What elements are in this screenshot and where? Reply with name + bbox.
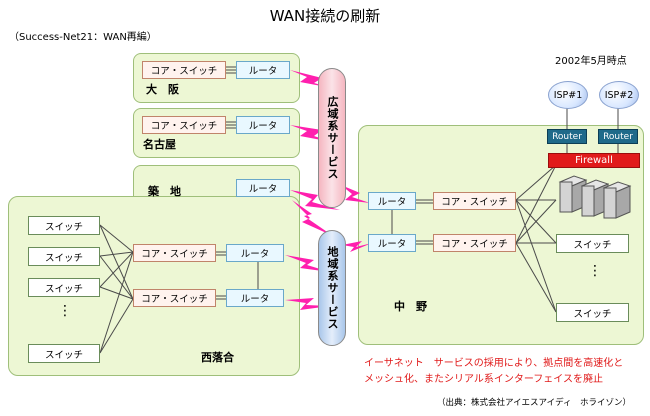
nishiochiai-core-switch: コア・スイッチ: [133, 244, 216, 262]
nakano-switch: スイッチ: [556, 234, 629, 253]
nishiochiai-switch: スイッチ: [28, 247, 100, 266]
nishiochiai-switch: スイッチ: [28, 278, 100, 297]
nakano-router: ルータ: [368, 192, 416, 210]
nakano-switch: スイッチ: [556, 303, 629, 322]
local-area-service: [318, 230, 346, 346]
tsukiji-label: 築 地: [148, 185, 181, 198]
tsukiji-router: ルータ: [236, 179, 290, 197]
nakano-core-switch: コア・スイッチ: [433, 234, 516, 252]
diagram-subtitle: （Success-Net21：WAN再編）: [9, 32, 157, 43]
osaka-router: ルータ: [236, 61, 290, 79]
wide-area-service-label: 広域系サービス: [326, 96, 339, 180]
source-credit: （出典：株式会社アイエスアイディ ホライゾン）: [437, 398, 631, 408]
note-line: イーサネット サービスの採用により、拠点間を高速化と: [364, 358, 624, 369]
diagram-title: WAN接続の刷新: [269, 7, 381, 25]
isp-cloud-icon: ISP#1: [548, 81, 588, 109]
isp-cloud-icon: ISP#2: [599, 81, 639, 109]
edge-router: Router: [598, 129, 638, 144]
osaka-label: 大 阪: [146, 83, 179, 96]
nakano-core-switch: コア・スイッチ: [433, 192, 516, 210]
nagoya-label: 名古屋: [143, 138, 176, 151]
wide-area-service: [318, 68, 346, 208]
nakano-label: 中 野: [394, 300, 427, 313]
nishiochiai-core-switch: コア・スイッチ: [133, 289, 216, 307]
nakano-router: ルータ: [368, 234, 416, 252]
nishiochiai-switch-ellipsis: ⋮: [58, 303, 72, 319]
nishiochiai-router: ルータ: [226, 289, 284, 307]
edge-router: Router: [547, 129, 587, 144]
nishiochiai-switch: スイッチ: [28, 216, 100, 235]
firewall: Firewall: [548, 153, 640, 168]
nishiochiai-router: ルータ: [226, 244, 284, 262]
nakano-switch-ellipsis: ⋮: [588, 263, 602, 279]
server-icon: [558, 175, 632, 219]
nishiochiai-switch: スイッチ: [28, 344, 100, 363]
local-area-service-label: 地域系サービス: [326, 246, 339, 330]
nishiochiai-label: 西落合: [201, 351, 234, 364]
date-label: 2002年5月時点: [555, 56, 627, 67]
osaka-core-switch: コア・スイッチ: [142, 61, 226, 79]
note-line: メッシュ化、またシリアル系インターフェイスを廃止: [364, 374, 603, 385]
nagoya-router: ルータ: [236, 116, 290, 134]
nagoya-core-switch: コア・スイッチ: [142, 116, 226, 134]
